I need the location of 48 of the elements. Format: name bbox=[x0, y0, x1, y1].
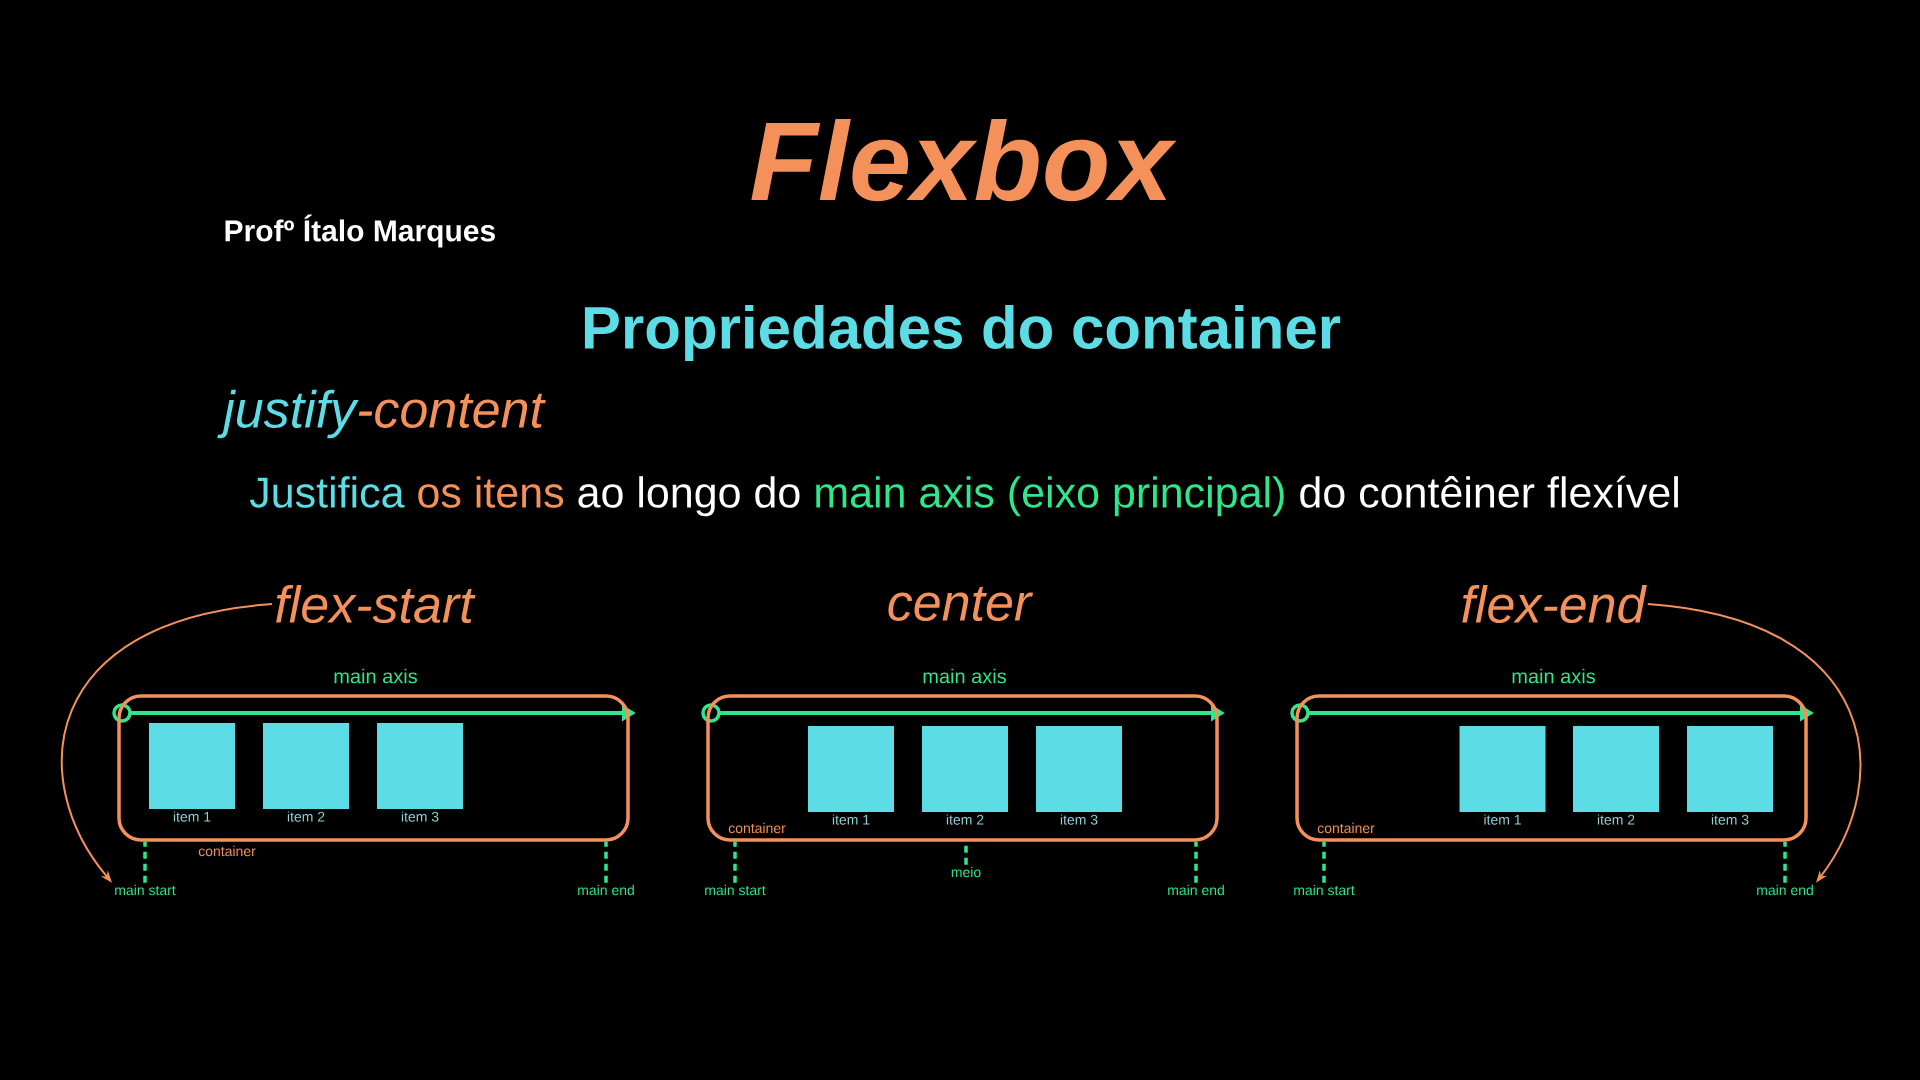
item-box: item 2 bbox=[922, 726, 1008, 825]
axis-end-label: main end bbox=[578, 884, 634, 896]
axis-label: main axis bbox=[923, 668, 1006, 684]
item-box: item 1 bbox=[1459, 726, 1546, 825]
title: Flexbox bbox=[751, 118, 1177, 202]
item-box: item 2 bbox=[263, 723, 349, 822]
subtitle: Propriedades do container bbox=[584, 305, 1341, 361]
leader-line bbox=[1322, 841, 1326, 883]
axis-end-label: main start bbox=[1294, 884, 1355, 896]
panel-heading: flex-start bbox=[276, 584, 476, 624]
node-label: container bbox=[198, 845, 256, 857]
item-box: item 3 bbox=[1036, 726, 1122, 825]
axis-end-label: main start bbox=[115, 884, 176, 896]
node-label: item 1 bbox=[1484, 814, 1521, 825]
item-box: item 2 bbox=[1573, 726, 1659, 825]
axis-end-label: main end bbox=[1168, 884, 1224, 896]
node-label: item 3 bbox=[401, 811, 439, 822]
label: Justifica bbox=[249, 476, 405, 508]
leader-line bbox=[143, 841, 147, 883]
item-box: item 3 bbox=[377, 723, 463, 822]
label: os itens bbox=[418, 476, 564, 508]
panel-heading: flex-end bbox=[1462, 584, 1647, 624]
leader-line bbox=[733, 841, 737, 883]
axis-label: main axis bbox=[334, 668, 417, 684]
node-label: item 1 bbox=[173, 811, 211, 822]
node-label: item 3 bbox=[1711, 814, 1749, 825]
axis-label: main axis bbox=[1512, 668, 1595, 684]
item-box: item 1 bbox=[808, 726, 894, 825]
leader-line bbox=[1783, 841, 1787, 883]
node-label: item 3 bbox=[1060, 814, 1098, 825]
panel-heading: center bbox=[888, 586, 1033, 622]
leader-line bbox=[604, 841, 608, 883]
label: do contêiner flexível bbox=[1300, 475, 1678, 508]
node-label: item 2 bbox=[287, 811, 325, 822]
property-name: justify-content bbox=[217, 389, 546, 439]
axis-end-label: main start bbox=[705, 884, 766, 896]
label: ao longo do bbox=[578, 476, 800, 517]
axis-end-label: main end bbox=[1757, 884, 1813, 896]
node-label: item 1 bbox=[832, 814, 870, 825]
author-name: Profº Ítalo Marques bbox=[225, 214, 495, 248]
label: main axis (eixo principal) bbox=[816, 476, 1284, 517]
node-label: item 2 bbox=[946, 814, 984, 825]
node-label: item 2 bbox=[1597, 814, 1635, 825]
axis-end-label: meio bbox=[951, 866, 981, 878]
item-box: item 3 bbox=[1687, 726, 1773, 825]
description: Justifica os itens ao longo do main axis (eixo principal) do contêiner flexível bbox=[249, 475, 1678, 517]
item-box: item 1 bbox=[149, 723, 235, 822]
leader-line bbox=[1194, 841, 1198, 883]
